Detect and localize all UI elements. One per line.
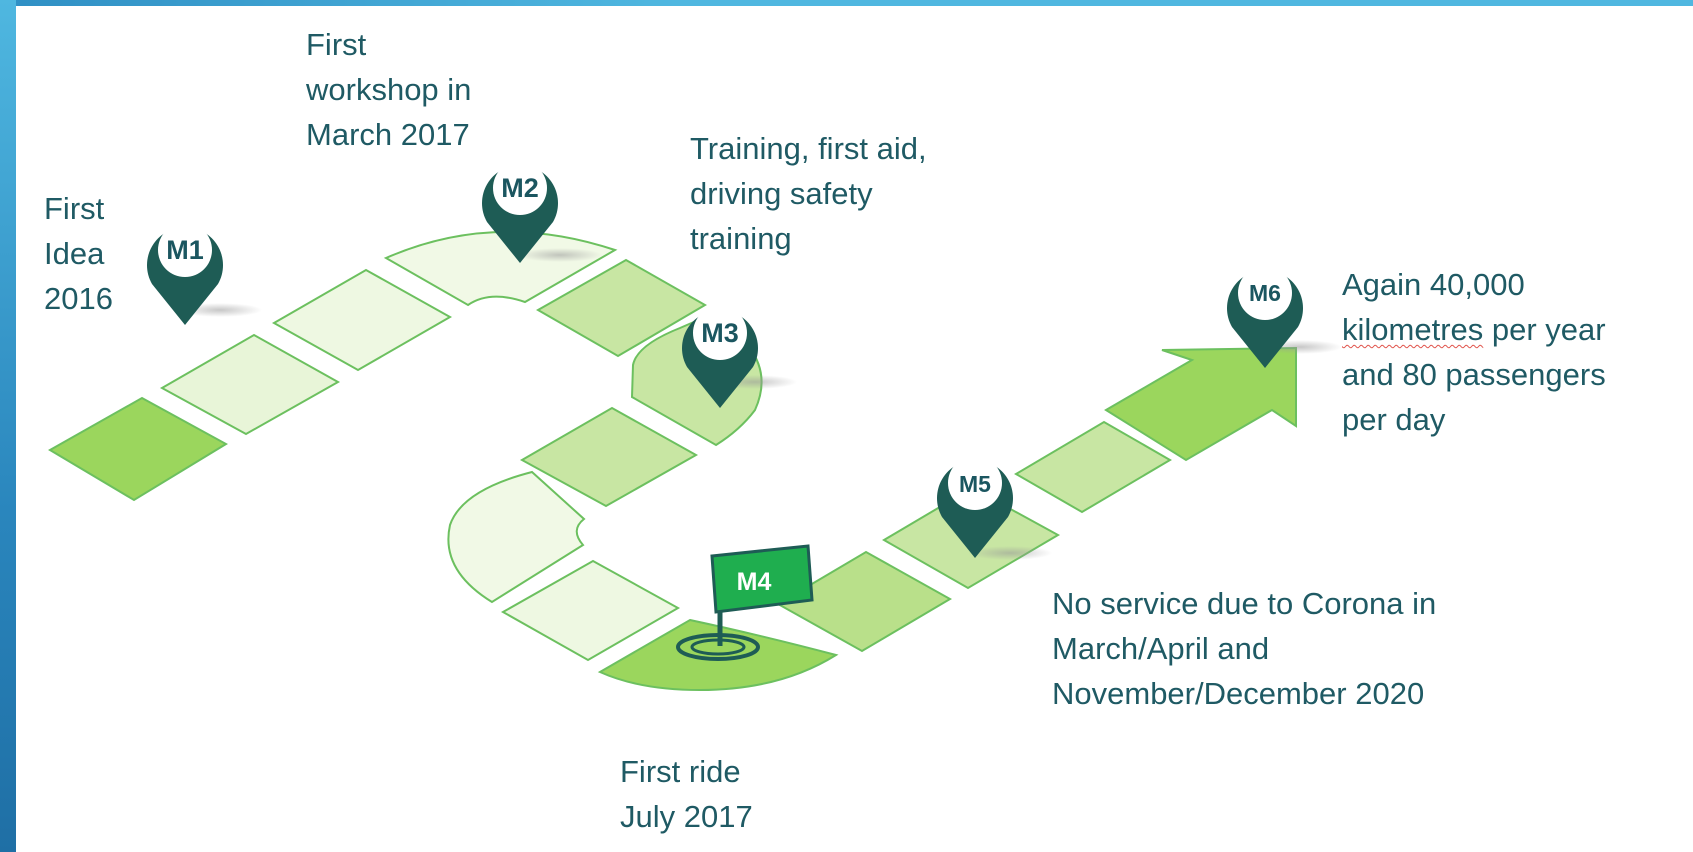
svg-text:M5: M5: [959, 471, 991, 497]
road-tile-1: [48, 396, 228, 502]
milestone-6-underlined-word: kilometres: [1342, 312, 1484, 347]
milestone-3-text: Training, first aid, driving safety trai…: [690, 131, 927, 256]
svg-text:M1: M1: [166, 235, 204, 265]
road-curve-left: [447, 470, 586, 604]
pin-m6: M6: [1227, 266, 1304, 368]
svg-text:M6: M6: [1249, 280, 1281, 306]
left-border: [0, 0, 16, 852]
road-tile-9: [1014, 420, 1172, 514]
flag-label: M4: [737, 568, 772, 596]
road-tile-2: [159, 333, 341, 436]
road-tile-3: [271, 268, 453, 372]
milestone-4-text: First ride July 2017: [620, 754, 753, 834]
milestone-6-text: Again 40,000 kilometres per year and 80 p…: [1342, 262, 1606, 442]
milestone-6-text-start: Again 40,000: [1342, 267, 1525, 302]
road-tile-4: [535, 258, 707, 358]
road-tile-6: [500, 559, 681, 662]
top-border: [0, 0, 1693, 6]
pin-m3: M3: [682, 306, 758, 408]
svg-text:M2: M2: [501, 173, 539, 203]
pin-m5: M5: [937, 456, 1013, 558]
pin-m1: M1: [147, 223, 223, 325]
flag-banner: [710, 544, 814, 614]
milestone-2-text: First workshop in March 2017: [306, 27, 472, 152]
milestone-1-text: First Idea 2016: [44, 191, 113, 316]
road-tile-7: [775, 550, 953, 653]
road-arrow: [1104, 346, 1297, 462]
pin-m2: M2: [481, 161, 558, 263]
milestone-5-text: No service due to Corona in March/April …: [1052, 586, 1437, 711]
road-tile-5: [519, 406, 699, 508]
milestone-6-text-end: per year and 80 passengers per day: [1342, 312, 1606, 437]
svg-text:M3: M3: [701, 318, 739, 348]
